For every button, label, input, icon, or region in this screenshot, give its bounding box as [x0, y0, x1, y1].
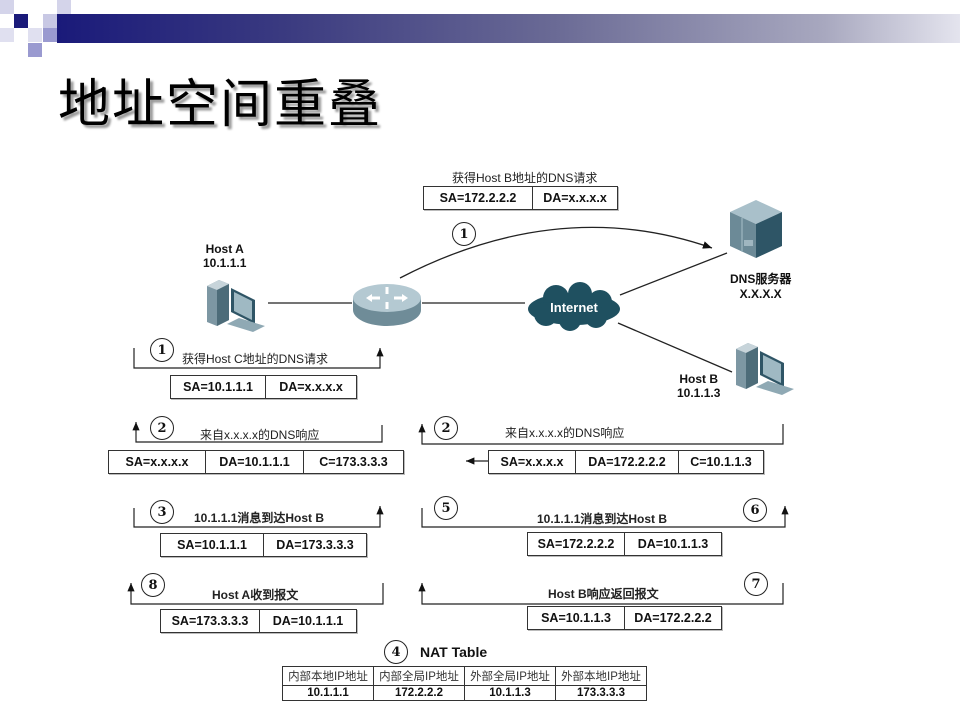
dns-server-name: DNS服务器: [730, 272, 792, 286]
flow-right-5-6-caption: 10.1.1.1消息到达Host B: [537, 512, 668, 526]
packet-field: C=10.1.1.3: [690, 455, 752, 469]
dns-server-icon: [730, 200, 782, 258]
packet-field: DA=10.1.1.1: [206, 451, 304, 473]
flow-right-7-caption: Host B响应返回报文: [548, 587, 659, 601]
packet-field: SA=x.x.x.x: [109, 451, 206, 473]
step-badge: 7: [744, 572, 768, 596]
flow-left-8-packet: SA=173.3.3.3 DA=10.1.1.1: [160, 609, 357, 633]
banner-square: [43, 28, 57, 42]
slide-title: 地址空间重叠: [58, 75, 383, 135]
nat-header-cell: 外部本地IP地址: [555, 666, 647, 686]
nat-table: 内部本地IP地址 内部全局IP地址 外部全局IP地址 外部本地IP地址 10.1…: [282, 666, 647, 701]
step-badge: 2: [434, 416, 458, 440]
flow-left-3-packet: SA=10.1.1.1 DA=173.3.3.3: [160, 533, 367, 557]
internet-label: Internet: [550, 300, 598, 315]
packet-field: DA=x.x.x.x: [279, 380, 343, 394]
nat-table-title: NAT Table: [420, 644, 488, 660]
flow-left-3-caption: 10.1.1.1消息到达Host B: [194, 511, 325, 525]
step-badge: 6: [743, 498, 767, 522]
link-internet-dns: [619, 252, 728, 296]
nat-cell: 10.1.1.3: [464, 685, 556, 701]
cloud-icon: [528, 282, 620, 331]
host-b-label: Host B 10.1.1.3: [677, 372, 720, 400]
flow-right-2-caption: 来自x.x.x.x的DNS响应: [505, 426, 625, 440]
packet-field: SA=10.1.1.1: [161, 534, 264, 556]
banner-square: [57, 0, 71, 14]
flow-top-1-packet: SA=172.2.2.2 DA=x.x.x.x: [423, 186, 618, 210]
flow-left-2-caption: 来自x.x.x.x的DNS响应: [200, 428, 320, 442]
dns-server-label: DNS服务器 X.X.X.X: [730, 270, 791, 301]
dns-server-ip: X.X.X.X: [739, 287, 782, 301]
bracket-left-1: [133, 348, 384, 369]
packet-field: DA=173.3.3.3: [276, 538, 354, 552]
host-a-name: Host A: [205, 242, 244, 256]
banner-square: [28, 28, 42, 42]
host-b-ip: 10.1.1.3: [677, 386, 721, 400]
nat-cell: 10.1.1.1: [282, 685, 374, 701]
packet-field: SA=173.3.3.3: [161, 610, 260, 632]
nat-cell: 172.2.2.2: [373, 685, 465, 701]
host-a-computer-icon: [207, 280, 265, 332]
banner-square: [0, 28, 14, 42]
packet-field: SA=x.x.x.x: [489, 451, 576, 473]
flow-left-1-packet: SA=10.1.1.1 DA=x.x.x.x: [170, 375, 357, 399]
packet-field: SA=172.2.2.2: [528, 533, 625, 555]
flow-right-2-packet: SA=x.x.x.x DA=172.2.2.2 C=10.1.1.3: [488, 450, 764, 474]
nat-header-cell: 外部全局IP地址: [464, 666, 556, 686]
internet-cloud: Internet: [524, 282, 624, 332]
bracket-left-2: [132, 422, 383, 443]
bracket-right-7: [418, 583, 784, 605]
step-badge: 1: [452, 222, 476, 246]
nat-table-header-row: 内部本地IP地址 内部全局IP地址 外部全局IP地址 外部本地IP地址: [282, 666, 647, 686]
nat-header-cell: 内部本地IP地址: [282, 666, 374, 686]
packet-field: DA=10.1.1.1: [272, 614, 344, 628]
bracket-right-2: [418, 424, 784, 445]
packet-field: DA=x.x.x.x: [543, 191, 607, 205]
host-a-label: Host A 10.1.1.1: [203, 242, 246, 270]
banner-square: [0, 0, 14, 14]
arrow-dns-request: [399, 226, 713, 279]
step-badge: 5: [434, 496, 458, 520]
nat-header-cell: 内部全局IP地址: [373, 666, 465, 686]
slide-banner: [0, 0, 960, 60]
packet-field: SA=10.1.1.1: [171, 376, 266, 398]
step-badge: 2: [150, 416, 174, 440]
flow-top-1-caption: 获得Host B地址的DNS请求: [452, 171, 598, 185]
nat-cell: 173.3.3.3: [555, 685, 647, 701]
router-icon: [353, 284, 421, 326]
flow-left-8-caption: Host A收到报文: [212, 588, 299, 602]
packet-field: SA=172.2.2.2: [424, 187, 533, 209]
flow-left-1-caption: 获得Host C地址的DNS请求: [182, 352, 329, 366]
packet-field: SA=10.1.1.3: [528, 607, 625, 629]
step-badge: 3: [150, 500, 174, 524]
nat-table-row: 10.1.1.1 172.2.2.2 10.1.1.3 173.3.3.3: [282, 685, 647, 701]
host-b-computer-icon: [736, 343, 794, 395]
step-badge: 8: [141, 573, 165, 597]
bracket-left-8: [127, 583, 384, 605]
banner-square: [14, 14, 28, 28]
host-b-name: Host B: [679, 372, 719, 386]
flow-right-7-packet: SA=10.1.1.3 DA=172.2.2.2: [527, 606, 722, 630]
flow-left-2-packet: SA=x.x.x.x DA=10.1.1.1 C=173.3.3.3: [108, 450, 404, 474]
bracket-right-5-6: [421, 506, 789, 528]
banner-square: [43, 14, 57, 28]
flow-right-5-6-packet: SA=172.2.2.2 DA=10.1.1.3: [527, 532, 722, 556]
host-a-ip: 10.1.1.1: [203, 256, 247, 270]
step-badge: 1: [150, 338, 174, 362]
link-internet-hostb: [617, 322, 733, 373]
bracket-left-3: [133, 506, 384, 528]
banner-gradient-bar: [57, 14, 960, 43]
packet-field: DA=172.2.2.2: [576, 451, 679, 473]
banner-square: [28, 43, 42, 57]
packet-field: DA=172.2.2.2: [634, 611, 712, 625]
packet-field: DA=10.1.1.3: [637, 537, 709, 551]
packet-field: C=173.3.3.3: [319, 455, 388, 469]
step-badge: 4: [384, 640, 408, 664]
